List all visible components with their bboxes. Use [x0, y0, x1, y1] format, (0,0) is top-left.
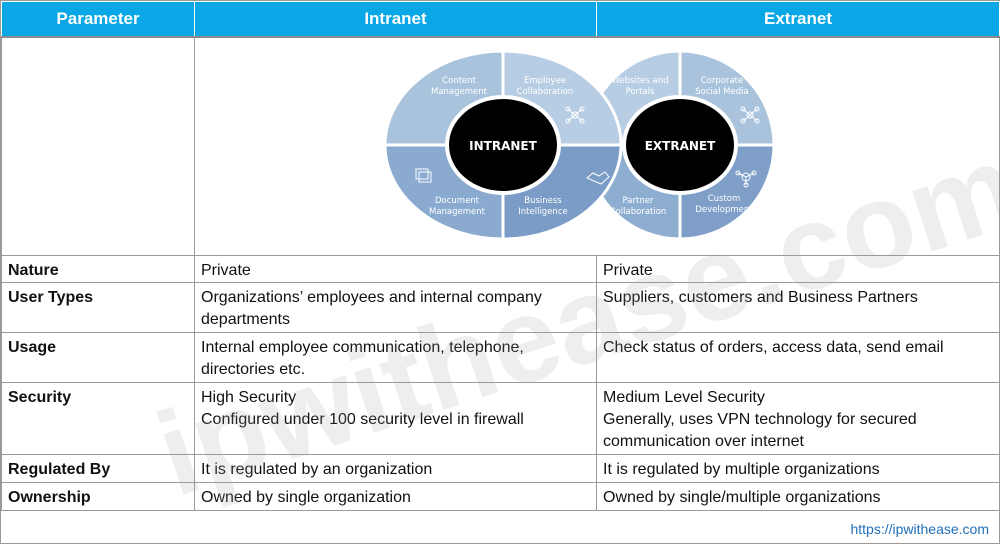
network-icon	[565, 106, 585, 124]
intranet-extranet-diagram: EXTRANET Websites and Portals Corporate …	[383, 49, 776, 241]
extranet-top-left-l2: Portals	[626, 87, 655, 97]
row-extranet-value: Owned by single/multiple organizations	[596, 482, 1000, 511]
extranet-top-right-l2: Social Media	[695, 87, 748, 97]
extranet-top-right-l1: Corporate	[701, 76, 744, 86]
intranet-bottom-left-l1: Document	[435, 196, 480, 206]
comparison-table: Parameter Intranet Extranet	[1, 1, 1000, 511]
header-extranet: Extranet	[596, 1, 1000, 38]
row-param: Ownership	[1, 482, 195, 511]
intranet-top-right-l2: Collaboration	[517, 87, 574, 97]
intranet-center	[445, 95, 561, 195]
diagram-cell: EXTRANET Websites and Portals Corporate …	[194, 36, 1000, 256]
extranet-bottom-left-l2: Collaboration	[610, 207, 667, 217]
diagram-row: EXTRANET Websites and Portals Corporate …	[1, 36, 1000, 256]
row-intranet-value: It is regulated by an organization	[194, 454, 597, 483]
row-param: Regulated By	[1, 454, 195, 483]
row-extranet-value: It is regulated by multiple organization…	[596, 454, 1000, 483]
table-row: Nature Private Private	[1, 255, 1000, 283]
diagram-empty-cell	[1, 36, 195, 256]
intranet-top-right-l1: Employee	[524, 76, 566, 86]
extranet-center	[622, 95, 738, 195]
intranet-bottom-right-l2: Intelligence	[518, 207, 567, 217]
row-param: Usage	[1, 332, 195, 383]
intranet-circle: INTRANET Content Management Employee Col…	[383, 49, 623, 241]
intranet-bottom-left-l2: Management	[429, 207, 486, 217]
extranet-bottom-left-l1: Partner	[623, 196, 654, 206]
intranet-top-left-l2: Management	[431, 87, 488, 97]
handshake-icon	[586, 171, 610, 185]
footer-url-link[interactable]: https://ipwithease.com	[850, 521, 989, 537]
intranet-center-label: INTRANET	[469, 139, 537, 153]
network-icon	[740, 106, 760, 124]
extranet-bottom-right-l1: Custom	[708, 194, 741, 204]
table-row: User Types Organizations’ employees and …	[1, 282, 1000, 333]
row-intranet-value: Owned by single organization	[194, 482, 597, 511]
document-icon	[415, 168, 432, 183]
header-row: Parameter Intranet Extranet	[1, 1, 1000, 38]
table-row: Ownership Owned by single organization O…	[1, 482, 1000, 511]
header-parameter: Parameter	[1, 1, 195, 38]
cog-network-icon	[735, 170, 757, 188]
row-param: User Types	[1, 282, 195, 333]
row-param: Security	[1, 382, 195, 455]
extranet-top-left-l1: Websites and	[611, 76, 668, 86]
table-row: Regulated By It is regulated by an organ…	[1, 454, 1000, 483]
row-intranet-value: Internal employee communication, telepho…	[194, 332, 597, 383]
row-intranet-value: Private	[194, 255, 597, 283]
table-row: Usage Internal employee communication, t…	[1, 332, 1000, 383]
row-extranet-value: Private	[596, 255, 1000, 283]
row-extranet-value: Check status of orders, access data, sen…	[596, 332, 1000, 383]
row-intranet-value: Organizations’ employees and internal co…	[194, 282, 597, 333]
extranet-bottom-right-l2: Development	[695, 205, 753, 215]
intranet-top-left-l1: Content	[442, 76, 476, 86]
intranet-bottom-right-l1: Business	[524, 196, 562, 206]
extranet-center-label: EXTRANET	[645, 139, 716, 153]
row-param: Nature	[1, 255, 195, 283]
header-intranet: Intranet	[194, 1, 597, 38]
row-extranet-value: Suppliers, customers and Business Partne…	[596, 282, 1000, 333]
